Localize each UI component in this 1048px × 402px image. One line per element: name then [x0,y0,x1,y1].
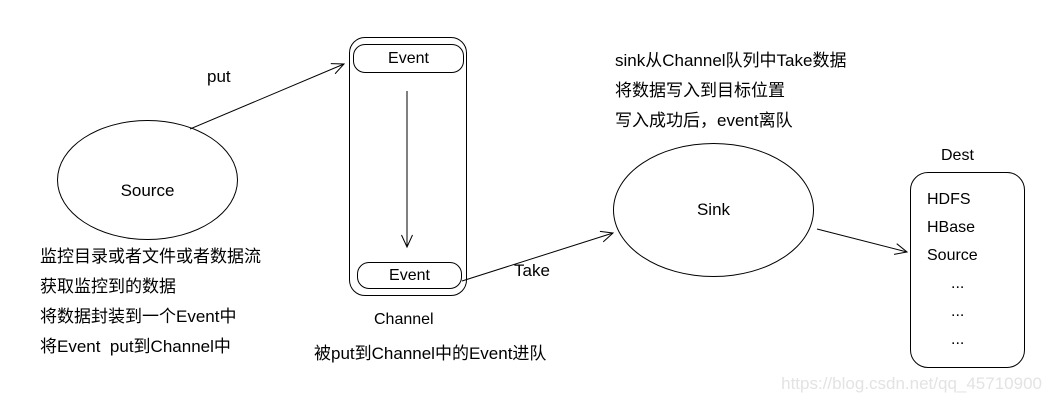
sink-node: Sink [613,143,814,277]
sink-note-line: 将数据写入到目标位置 [615,81,785,100]
dest-title: Dest [941,147,974,164]
sink-note: sink从Channel队列中Take数据 将数据写入到目标位置 写入成功后，e… [615,46,846,136]
event-top-node: Event [353,44,464,73]
source-label: Source [120,181,175,200]
channel-note: 被put到Channel中的Event进队 [314,344,547,363]
dest-item-ellipsis: ... [951,275,965,292]
dest-item-hdfs: HDFS [927,191,971,208]
event-bottom-node: Event [357,262,462,289]
event-bottom-label: Event [389,266,430,284]
source-note-line: 获取监控到的数据 [40,277,176,296]
sink-note-line: 写入成功后，event离队 [615,111,793,130]
dest-item-ellipsis: ... [951,303,965,320]
event-top-label: Event [388,49,429,67]
dest-item-source: Source [927,247,978,264]
watermark: https://blog.csdn.net/qq_45710900 [781,374,1042,393]
dest-item-ellipsis: ... [951,331,965,348]
source-note-line: 监控目录或者文件或者数据流 [40,247,261,266]
sink-note-line: sink从Channel队列中Take数据 [615,51,847,70]
channel-label: Channel [374,311,434,328]
source-node: Source [57,120,238,240]
source-note-line: 将Event put到Channel中 [40,337,231,356]
channel-node [349,37,467,296]
sink-to-dest-arrow [816,228,909,255]
put-edge-label: put [207,67,231,86]
source-note-line: 将数据封装到一个Event中 [40,307,237,326]
take-edge-label: Take [514,261,550,280]
sink-label: Sink [696,200,731,219]
source-note: 监控目录或者文件或者数据流 获取监控到的数据 将数据封装到一个Event中 将E… [40,242,261,362]
dest-node: HDFS HBase Source ... ... ... [910,172,1025,368]
dest-item-hbase: HBase [927,219,976,236]
